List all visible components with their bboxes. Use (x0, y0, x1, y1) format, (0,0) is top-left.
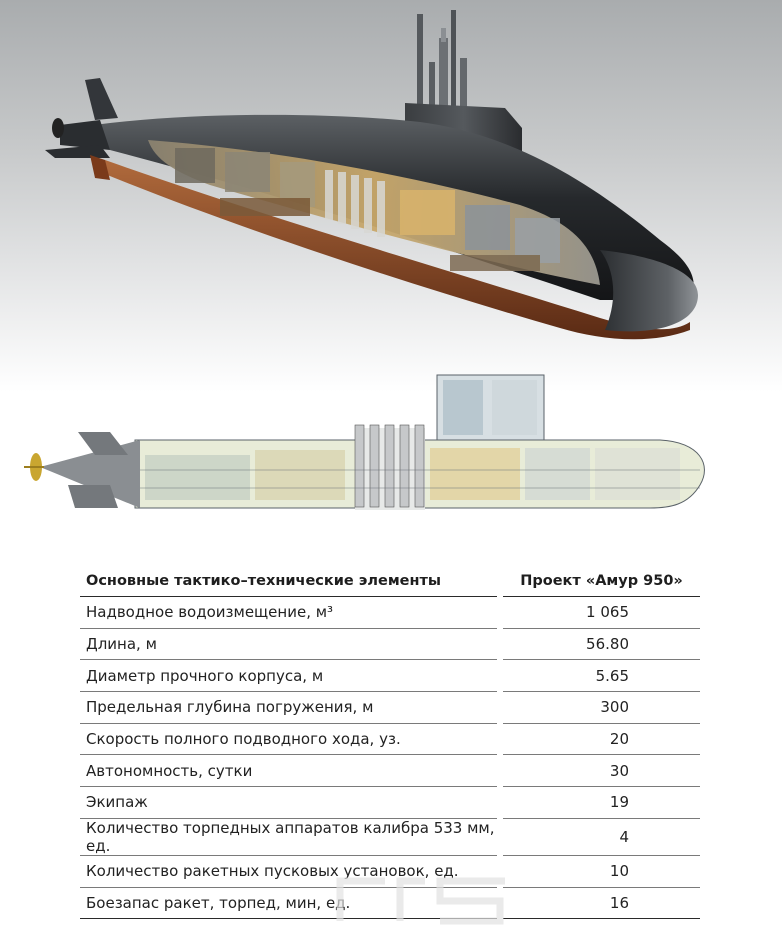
submarine-cutaway-rendering (24, 10, 705, 510)
table-header-row: Основные тактико–технические элементы Пр… (80, 565, 700, 597)
table-row: Длина, м 56.80 (80, 628, 700, 661)
row-label: Предельная глубина погружения, м (80, 691, 500, 724)
table-row: Диаметр прочного корпуса, м 5.65 (80, 659, 700, 693)
row-label: Боезапас ракет, торпед, мин, ед. (80, 887, 500, 920)
table-row: Количество ракетных пусковых установок, … (80, 855, 700, 888)
row-label: Экипаж (80, 786, 500, 819)
row-label: Количество ракетных пусковых установок, … (80, 855, 500, 888)
table-row: Боезапас ракет, торпед, мин, ед. 16 (80, 887, 700, 920)
hull-bow (600, 250, 698, 332)
row-value: 300 (497, 691, 700, 724)
value-column-header: Проект «Амур 950» (497, 565, 700, 597)
row-label: Скорость полного подводного хода, уз. (80, 723, 500, 756)
interior-details (175, 148, 560, 271)
row-label: Диаметр прочного корпуса, м (80, 659, 500, 693)
row-value: 19 (497, 786, 700, 819)
table-row: Надводное водоизмещение, м³ 1 065 (80, 596, 700, 629)
row-value: 20 (497, 723, 700, 756)
table-row: Экипаж 19 (80, 786, 700, 819)
row-label: Автономность, сутки (80, 754, 500, 788)
row-label: Количество торпедных аппаратов калибра 5… (80, 818, 500, 856)
row-value: 10 (497, 855, 700, 888)
table-row: Автономность, сутки 30 (80, 754, 700, 788)
stern-assembly (45, 78, 118, 180)
row-value: 4 (497, 818, 700, 856)
row-label: Надводное водоизмещение, м³ (80, 596, 500, 629)
watermark-logo (336, 877, 505, 925)
specifications-table: Основные тактико–технические элементы Пр… (80, 565, 700, 920)
row-value: 56.80 (497, 628, 700, 661)
table-row: Количество торпедных аппаратов калибра 5… (80, 818, 700, 856)
row-value: 5.65 (497, 659, 700, 693)
table-row: Предельная глубина погружения, м 300 (80, 691, 700, 724)
row-value: 30 (497, 754, 700, 788)
periscope-masts (417, 10, 467, 110)
table-row: Скорость полного подводного хода, уз. 20 (80, 723, 700, 756)
row-value: 1 065 (497, 596, 700, 629)
row-value: 16 (497, 887, 700, 920)
submarine-profile-schematic (24, 374, 705, 510)
row-label: Длина, м (80, 628, 500, 661)
param-column-header: Основные тактико–технические элементы (80, 565, 500, 597)
